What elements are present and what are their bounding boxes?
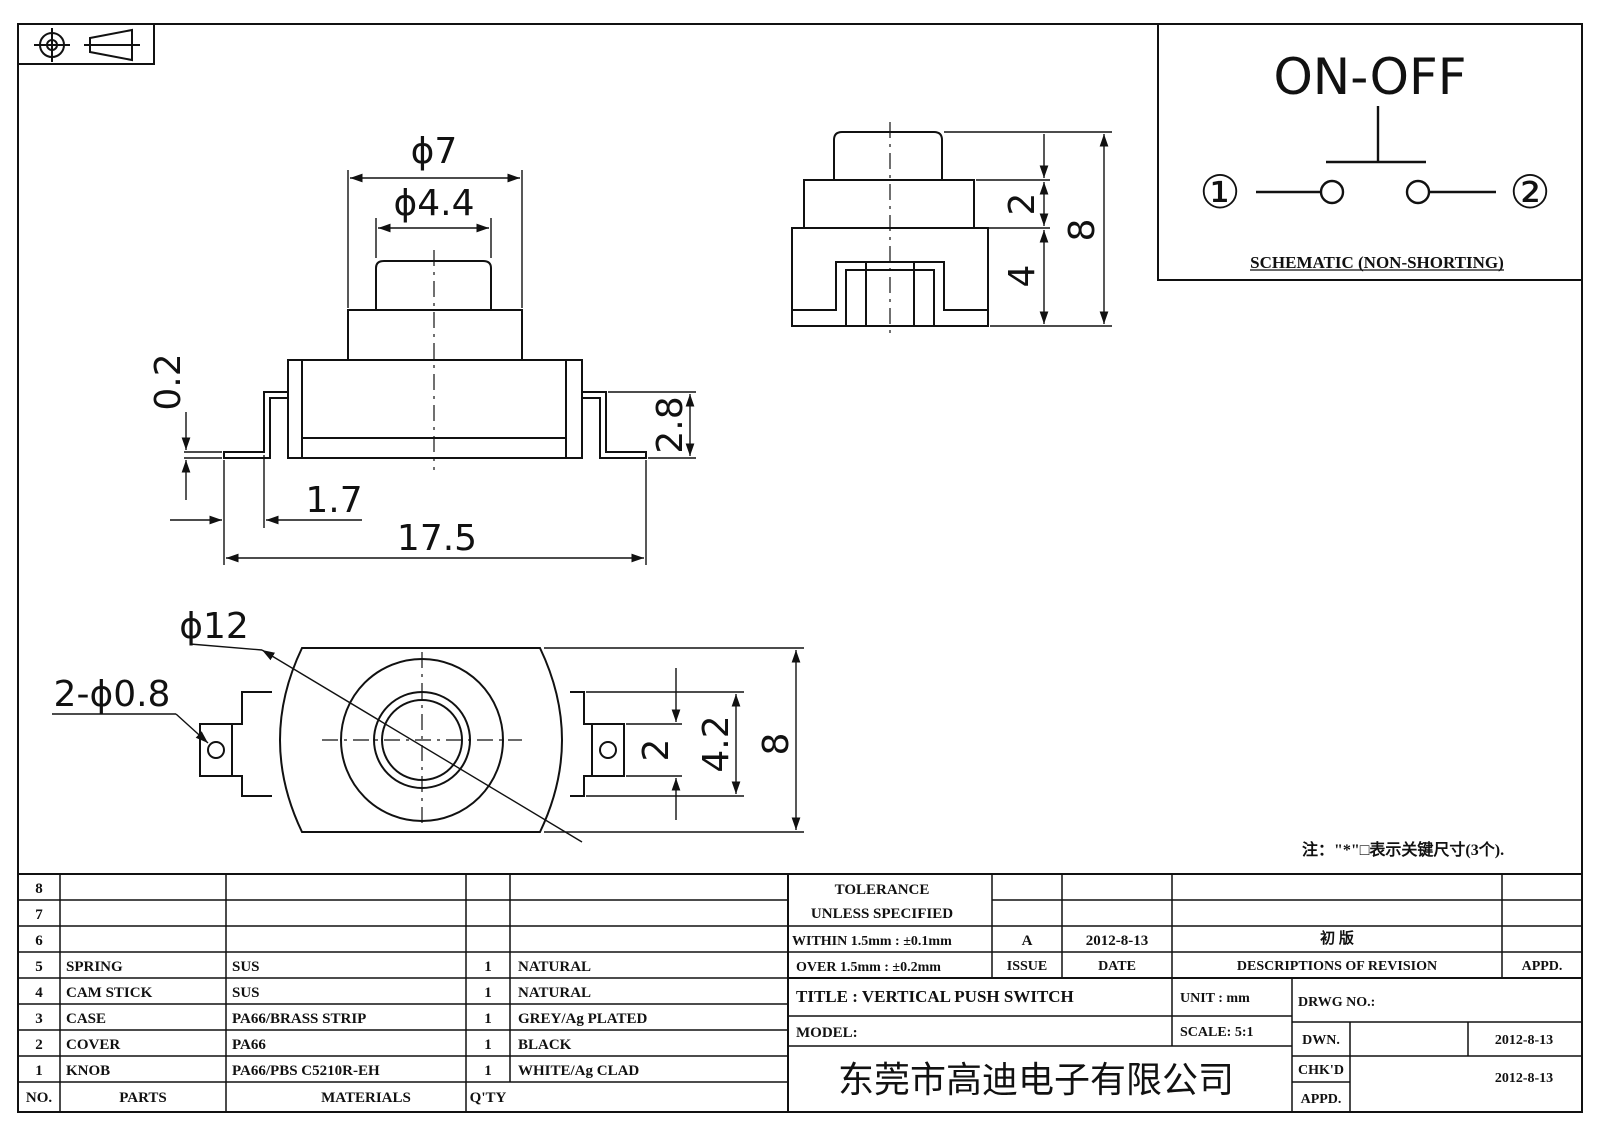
dim-front-0-2: 0.2	[148, 353, 189, 410]
svg-text:Q'TY: Q'TY	[470, 1090, 507, 1106]
svg-text:CAM STICK: CAM STICK	[66, 985, 153, 1001]
table-row: 1 KNOB PA66/PBS C5210R-EH 1 WHITE/Ag CLA…	[35, 1063, 639, 1079]
svg-text:NATURAL: NATURAL	[518, 985, 591, 1001]
top-view	[199, 647, 625, 833]
front-view	[223, 250, 647, 470]
svg-text:1: 1	[35, 1063, 43, 1079]
dim-top-holes: 2-ϕ0.8	[54, 674, 171, 715]
top-view-dimensions	[52, 643, 804, 843]
schematic-title: ON-OFF	[1273, 48, 1466, 106]
dim-front-d4-4: ϕ4.4	[394, 183, 475, 224]
tolerance-line-2: UNLESS SPECIFIED	[811, 906, 953, 922]
side-view	[791, 122, 989, 334]
model-label: MODEL:	[796, 1025, 858, 1041]
descriptions-header: DESCRIPTIONS OF REVISION	[1237, 959, 1437, 974]
svg-text:PARTS: PARTS	[119, 1090, 167, 1106]
dim-top-8: 8	[756, 733, 797, 756]
tolerance-line-4: OVER 1.5mm : ±0.2mm	[796, 960, 941, 975]
approved-label: APPD.	[1301, 1092, 1342, 1107]
svg-text:COVER: COVER	[66, 1037, 120, 1053]
svg-text:NATURAL: NATURAL	[518, 959, 591, 975]
dim-side-8: 8	[1062, 219, 1103, 242]
drawing-title: TITLE : VERTICAL PUSH SWITCH	[796, 987, 1074, 1006]
svg-text:SUS: SUS	[232, 985, 260, 1001]
svg-text:BLACK: BLACK	[518, 1037, 572, 1053]
side-view-dimensions	[944, 131, 1112, 327]
dim-top-d12: ϕ12	[179, 606, 249, 647]
table-row: 8	[35, 881, 43, 897]
svg-text:WHITE/Ag CLAD: WHITE/Ag CLAD	[518, 1063, 639, 1079]
svg-text:8: 8	[35, 881, 43, 897]
svg-text:3: 3	[35, 1011, 43, 1027]
front-view-dimensions	[170, 170, 696, 565]
svg-text:5: 5	[35, 959, 43, 975]
table-row: 7	[35, 907, 43, 923]
date-header: DATE	[1098, 959, 1136, 974]
schematic-pin-1: ①	[1199, 165, 1240, 219]
dim-front-2-8: 2.8	[650, 396, 691, 453]
table-row: 5 SPRING SUS 1 NATURAL	[35, 959, 591, 975]
svg-text:PA66/BRASS STRIP: PA66/BRASS STRIP	[232, 1011, 366, 1027]
issue-header: ISSUE	[1007, 959, 1047, 974]
revision-description: 初 版	[1320, 929, 1354, 947]
tolerance-line-3: WITHIN 1.5mm : ±0.1mm	[792, 934, 952, 949]
parts-table: 8 7 6 5 SPRING SUS 1 NATURAL 4 CAM STICK…	[26, 881, 648, 1106]
checked-date: 2012-8-13	[1495, 1071, 1553, 1086]
revision-issue: A	[1022, 933, 1033, 949]
dim-front-1-7: 1.7	[305, 480, 362, 521]
tolerance-line-1: TOLERANCE	[835, 882, 930, 898]
dim-side-4: 4	[1002, 265, 1043, 288]
table-row: 3 CASE PA66/BRASS STRIP 1 GREY/Ag PLATED	[35, 1011, 647, 1027]
table-grid	[18, 873, 1582, 1112]
schematic-caption: SCHEMATIC (NON-SHORTING)	[1250, 253, 1504, 272]
drawn-date: 2012-8-13	[1495, 1033, 1553, 1048]
revision-date: 2012-8-13	[1086, 933, 1149, 949]
schematic-box	[1157, 23, 1583, 281]
scale-label: SCALE: 5:1	[1180, 1025, 1254, 1040]
appd-header: APPD.	[1522, 959, 1563, 974]
dim-top-4-2: 4.2	[696, 715, 737, 772]
projection-symbol-icon	[17, 23, 155, 65]
drawn-label: DWN.	[1302, 1033, 1340, 1048]
dim-front-d7: ϕ7	[411, 131, 458, 172]
table-row: 2 COVER PA66 1 BLACK	[35, 1037, 571, 1053]
dim-front-17-5: 17.5	[397, 518, 477, 559]
svg-text:SUS: SUS	[232, 959, 260, 975]
svg-text:PA66: PA66	[232, 1037, 266, 1053]
svg-text:SPRING: SPRING	[66, 959, 123, 975]
svg-text:7: 7	[35, 907, 43, 923]
svg-text:1: 1	[484, 1037, 492, 1053]
svg-text:2: 2	[35, 1037, 43, 1053]
sheet-border	[17, 23, 1583, 1113]
svg-text:4: 4	[35, 985, 43, 1001]
svg-text:1: 1	[484, 1011, 492, 1027]
checked-label: CHK'D	[1298, 1063, 1344, 1078]
svg-text:KNOB: KNOB	[66, 1063, 110, 1079]
drawing-number-label: DRWG NO.:	[1298, 995, 1375, 1010]
dim-top-2: 2	[636, 739, 677, 762]
svg-text:GREY/Ag PLATED: GREY/Ag PLATED	[518, 1011, 647, 1027]
unit-label: UNIT : mm	[1180, 991, 1250, 1006]
table-row: 4 CAM STICK SUS 1 NATURAL	[35, 985, 591, 1001]
title-block: TOLERANCE UNLESS SPECIFIED WITHIN 1.5mm …	[792, 882, 1562, 1107]
table-header: NO. PARTS MATERIALS Q'TY	[26, 1090, 507, 1106]
schematic-pin-2: ②	[1509, 165, 1550, 219]
svg-text:1: 1	[484, 959, 492, 975]
key-dimension-note: 注："*"□表示关键尺寸(3个).	[1302, 840, 1504, 859]
table-row: 6	[35, 933, 43, 949]
svg-text:PA66/PBS C5210R-EH: PA66/PBS C5210R-EH	[232, 1063, 380, 1079]
svg-text:1: 1	[484, 1063, 492, 1079]
company-name: 东莞市高迪电子有限公司	[838, 1060, 1234, 1101]
svg-text:MATERIALS: MATERIALS	[321, 1090, 411, 1106]
svg-text:6: 6	[35, 933, 43, 949]
svg-text:NO.: NO.	[26, 1090, 53, 1106]
dim-side-2: 2	[1002, 193, 1043, 216]
svg-text:CASE: CASE	[66, 1011, 106, 1027]
svg-text:1: 1	[484, 985, 492, 1001]
